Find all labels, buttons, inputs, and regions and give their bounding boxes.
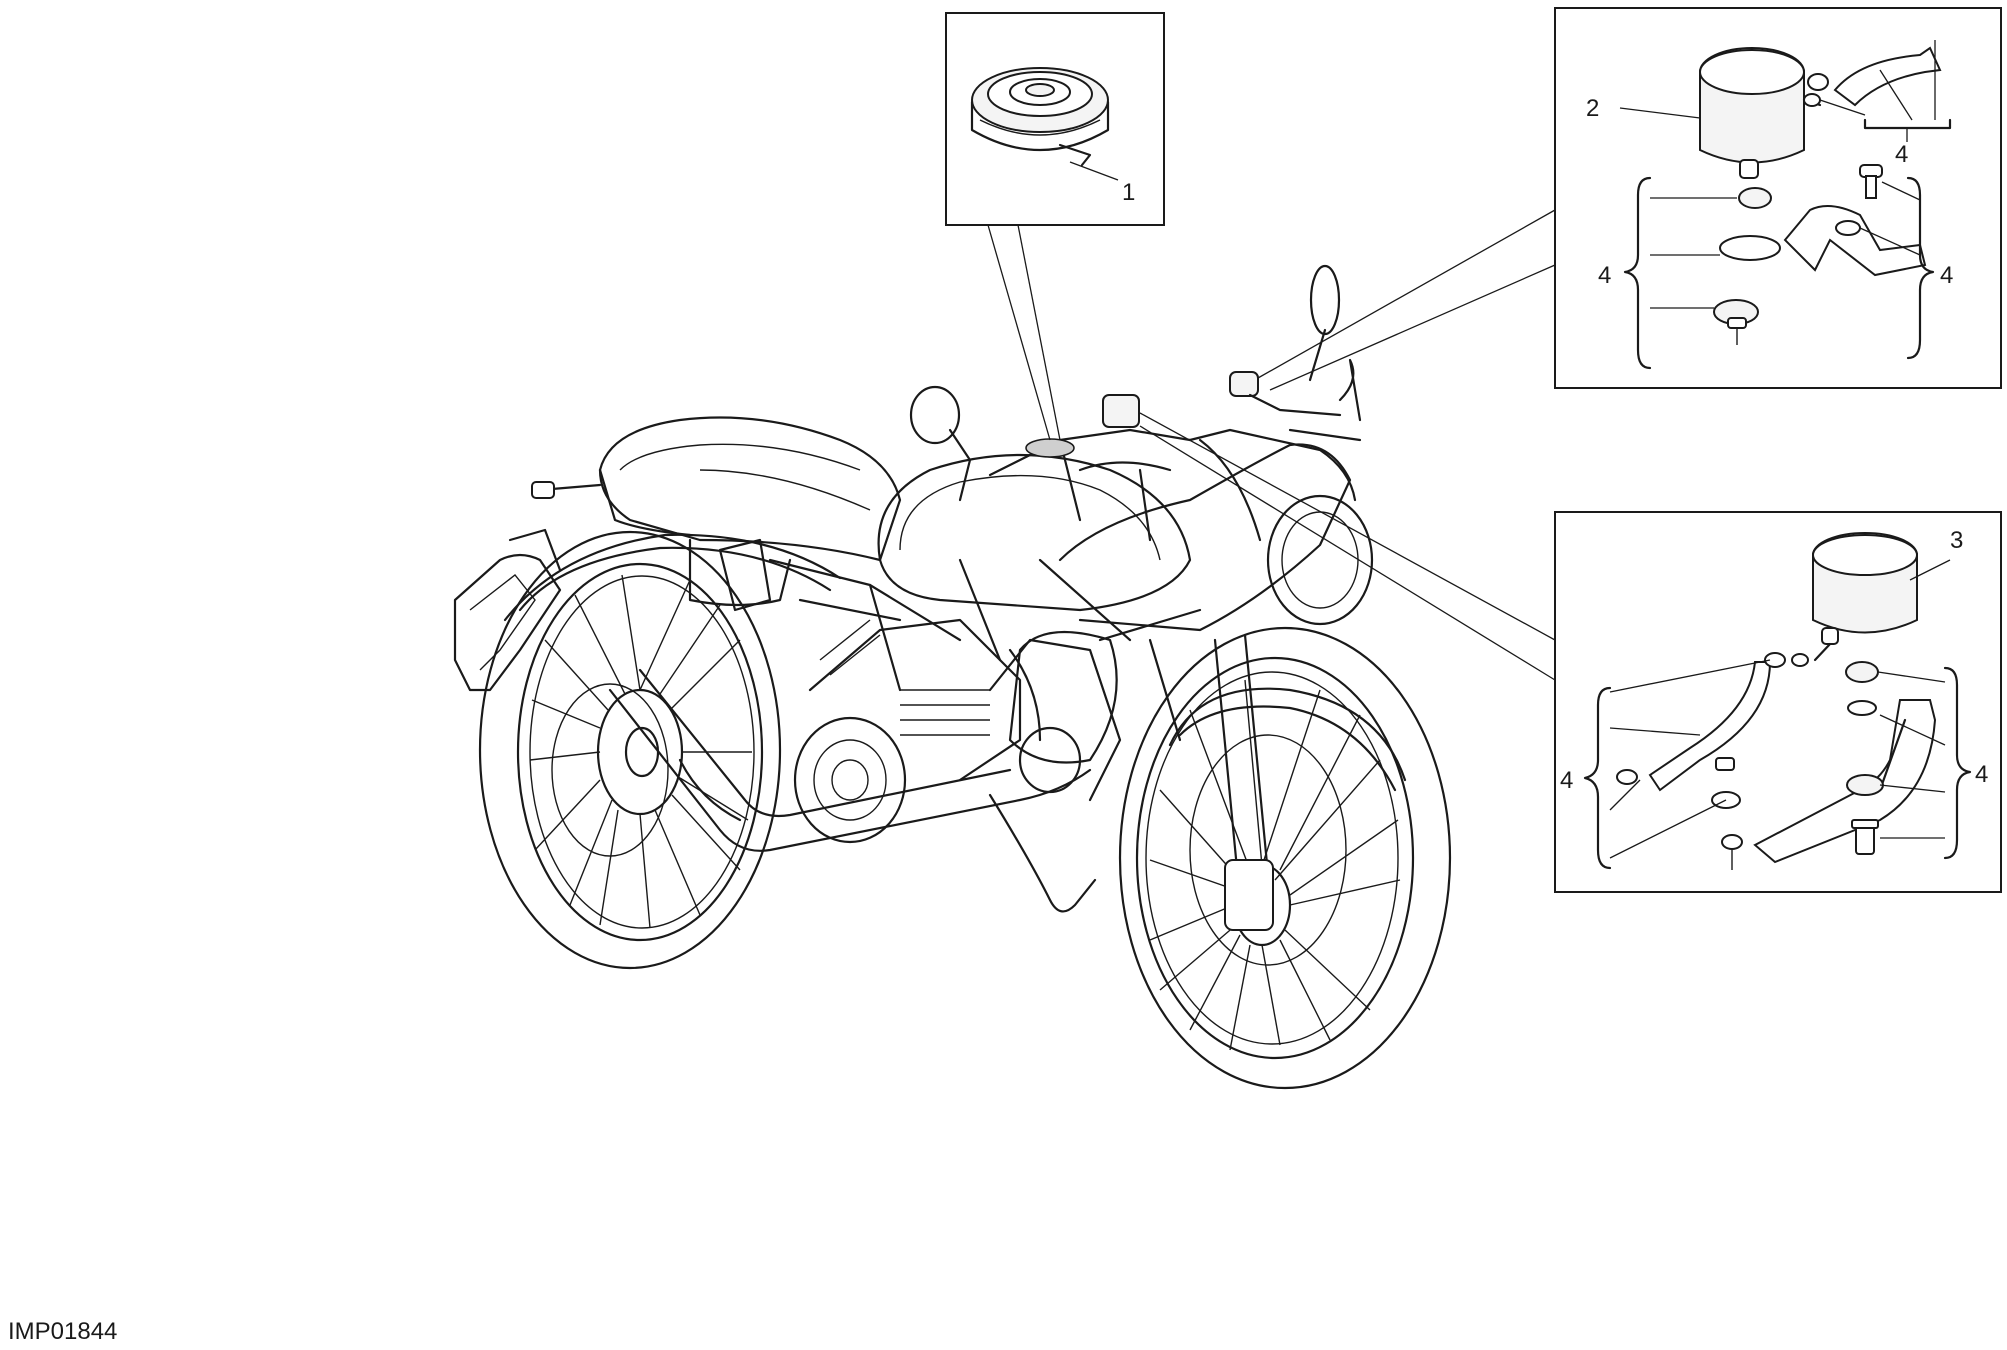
brake-reservoir-part bbox=[1699, 47, 1822, 179]
callout-number: 4 bbox=[1598, 262, 1611, 289]
tank-and-fairing bbox=[877, 428, 1374, 632]
front-wheel bbox=[1118, 626, 1452, 1090]
detail-box-clutch-reservoir: 3 4 4 bbox=[1554, 511, 2002, 893]
clutch-reservoir-part bbox=[1812, 532, 1918, 662]
callout-number: 4 bbox=[1895, 141, 1908, 168]
callout-number: 4 bbox=[1940, 262, 1953, 289]
seat-and-tail bbox=[531, 416, 902, 612]
motorcycle-drawing bbox=[453, 264, 1452, 1090]
leader-lines bbox=[987, 209, 1556, 681]
drawing-code-label: IMP01844 bbox=[8, 1318, 118, 1345]
license-plate-holder bbox=[453, 528, 562, 692]
callout-number: 3 bbox=[1950, 527, 1963, 554]
fuel-cap-location bbox=[1025, 438, 1075, 458]
detail-box-fuel-cap: 1 bbox=[945, 12, 1165, 226]
callout-number: 4 bbox=[1975, 761, 1988, 788]
rear-wheel bbox=[478, 530, 842, 970]
mirrors bbox=[909, 264, 1341, 502]
callout-number: 1 bbox=[1122, 179, 1135, 206]
handlebar-reservoirs bbox=[1102, 358, 1362, 442]
fuel-cap-part bbox=[970, 67, 1110, 167]
callout-number: 4 bbox=[1560, 767, 1573, 794]
engine-and-exhaust bbox=[608, 618, 1122, 913]
detail-box-front-brake-reservoir: 4 2 4 4 bbox=[1554, 7, 2002, 389]
callout-number: 2 bbox=[1586, 95, 1599, 122]
trellis-frame bbox=[768, 558, 1202, 764]
